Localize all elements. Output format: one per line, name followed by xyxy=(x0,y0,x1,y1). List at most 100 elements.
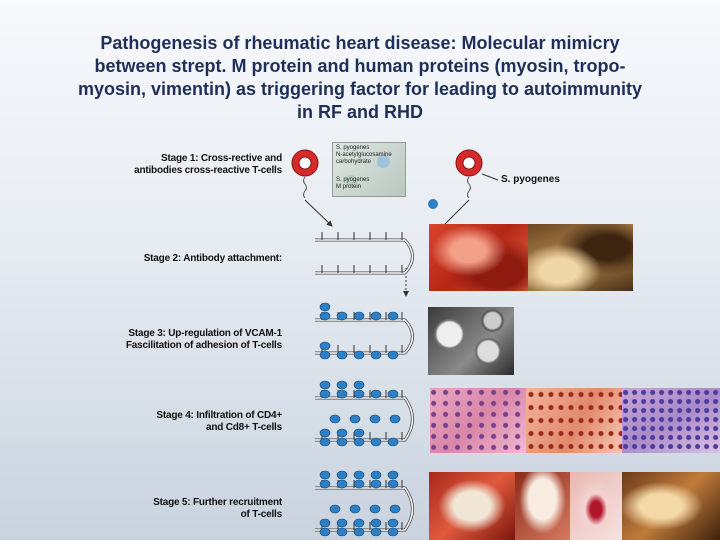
inset-line-2: N-acetylglucosamine xyxy=(336,152,392,158)
stage-1-line-2: antibodies cross-reactive T-cells xyxy=(134,165,282,176)
tcell-bottom-2-6 xyxy=(336,428,348,438)
stage-2-label: Stage 2: Antibody attachment: xyxy=(144,253,282,265)
tcell-bottom-1-2 xyxy=(353,350,365,360)
tcell-top-1-0 xyxy=(319,311,331,321)
tcell-bottom-3-7 xyxy=(353,518,365,528)
histology-photo-orange xyxy=(526,388,622,453)
tcell-infiltrating-2-1 xyxy=(349,414,361,424)
valve-photo-brown xyxy=(528,224,633,291)
title-line-3: myosin, vimentin) as triggering factor f… xyxy=(77,79,643,99)
tcell-top-2-4 xyxy=(387,389,399,399)
tcell-infiltrating-3-3 xyxy=(389,504,401,514)
tcell-top-2-5 xyxy=(319,380,331,390)
stage-4-line-1: Stage 4: Infiltration of CD4+ xyxy=(156,410,282,421)
tcell-top-3-9 xyxy=(387,470,399,480)
tcell-top-3-8 xyxy=(370,470,382,480)
slide-title: Pathogenesis of rheumatic heart disease:… xyxy=(30,32,690,124)
inset-line-3: carbohydrate xyxy=(336,159,372,165)
histology-photo-purple xyxy=(622,388,720,453)
tcell-infiltrating-2-2 xyxy=(369,414,381,424)
bacterium-core-1 xyxy=(462,156,476,170)
tcell-top-1-5 xyxy=(319,302,331,312)
tcell-top-3-6 xyxy=(336,470,348,480)
tcell-infiltrating-3-2 xyxy=(369,504,381,514)
histology-photo-pink xyxy=(430,388,526,453)
tcell-top-1-2 xyxy=(353,311,365,321)
tcell-bottom-3-6 xyxy=(336,518,348,528)
tcell-bottom-1-0 xyxy=(319,350,331,360)
valve-strand-1 xyxy=(315,319,414,354)
tcell-bottom-1-3 xyxy=(370,350,382,360)
m-protein-fiber-1 xyxy=(467,176,471,199)
tcell-top-3-1 xyxy=(336,479,348,489)
inset-micrograph: S. pyogenes N-acetylglucosamine carbohyd… xyxy=(332,142,406,197)
stage-1-label: Stage 1: Cross-rective and antibodies cr… xyxy=(134,153,282,177)
tcell-top-3-3 xyxy=(370,479,382,489)
tcell-bottom-1-5 xyxy=(319,341,331,351)
title-line-2: between strept. M protein and human prot… xyxy=(94,56,626,76)
tcell-top-3-2 xyxy=(353,479,365,489)
tcell-top-1-1 xyxy=(336,311,348,321)
tcell-top-2-3 xyxy=(370,389,382,399)
gross-valve-photo-4 xyxy=(622,472,720,540)
valve-strand-3 xyxy=(315,487,414,531)
inset-background xyxy=(333,143,405,196)
tcell-infiltrating-2-3 xyxy=(389,414,401,424)
stage-1-line-1: Stage 1: Cross-rective and xyxy=(161,153,282,164)
stage-4-line-2: and Cd8+ T-cells xyxy=(206,422,282,433)
stage-5-line-2: of T-cells xyxy=(240,509,283,520)
electron-micrograph xyxy=(428,307,514,375)
tcell-bottom-1-1 xyxy=(336,350,348,360)
tcell-top-2-1 xyxy=(336,389,348,399)
species-pointer xyxy=(481,173,499,181)
tcell-top-3-4 xyxy=(387,479,399,489)
tcell-top-2-2 xyxy=(353,389,365,399)
stage-4-label: Stage 4: Infiltration of CD4+ and Cd8+ T… xyxy=(156,410,282,434)
stage-2-line-1: Stage 2: Antibody attachment: xyxy=(143,253,282,264)
tcell-bottom-2-7 xyxy=(353,428,365,438)
free-antibody-cell xyxy=(428,199,438,209)
tcell-bottom-2-3 xyxy=(370,437,382,447)
title-line-1: Pathogenesis of rheumatic heart disease:… xyxy=(100,33,620,53)
tcell-bottom-2-2 xyxy=(353,437,365,447)
stage-3-line-2: Fascilitation of adhesion of T-cells xyxy=(125,340,282,351)
gross-valve-photo-3 xyxy=(570,472,622,540)
tcell-infiltrating-2-0 xyxy=(329,414,341,424)
tcell-bottom-3-3 xyxy=(370,527,382,537)
bacteria-layer xyxy=(291,149,483,199)
inset-line-1: S. pyogenes xyxy=(336,145,370,151)
tcell-bottom-3-4 xyxy=(387,527,399,537)
valve-strand-2 xyxy=(315,397,414,441)
tcell-bottom-1-4 xyxy=(387,350,399,360)
stage-5-line-1: Stage 5: Further recruitment xyxy=(153,497,282,508)
tcell-top-3-0 xyxy=(319,479,331,489)
m-protein-fiber-0 xyxy=(303,176,307,199)
tcell-top-2-6 xyxy=(336,380,348,390)
valve-strand-0 xyxy=(315,239,414,274)
bacterium-core-0 xyxy=(298,156,312,170)
title-line-4: in RF and RHD xyxy=(297,102,423,122)
stage-5-label: Stage 5: Further recruitment of T-cells xyxy=(153,497,282,521)
tcell-bottom-3-9 xyxy=(387,518,399,528)
tcell-top-2-7 xyxy=(353,380,365,390)
tcell-bottom-3-8 xyxy=(370,518,382,528)
stage-3-line-1: Stage 3: Up-regulation of VCAM-1 xyxy=(128,328,282,339)
valve-strand-layer xyxy=(315,232,414,532)
tcell-top-3-5 xyxy=(319,470,331,480)
tcell-bottom-2-0 xyxy=(319,437,331,447)
tcell-bottom-3-2 xyxy=(353,527,365,537)
tcell-infiltrating-3-1 xyxy=(349,504,361,514)
tcell-bottom-2-4 xyxy=(387,437,399,447)
gross-valve-photo-1 xyxy=(429,472,515,540)
tcell-top-2-0 xyxy=(319,389,331,399)
valve-photo-red xyxy=(429,224,528,291)
species-label: S. pyogenes xyxy=(501,174,560,185)
valve-strand-outline-0 xyxy=(315,238,414,275)
inset-line-4: S. pyogenes xyxy=(336,177,370,183)
tcell-infiltrating-3-0 xyxy=(329,504,341,514)
tcell-bottom-2-1 xyxy=(336,437,348,447)
tcell-bottom-2-5 xyxy=(319,428,331,438)
tcell-bottom-3-5 xyxy=(319,518,331,528)
